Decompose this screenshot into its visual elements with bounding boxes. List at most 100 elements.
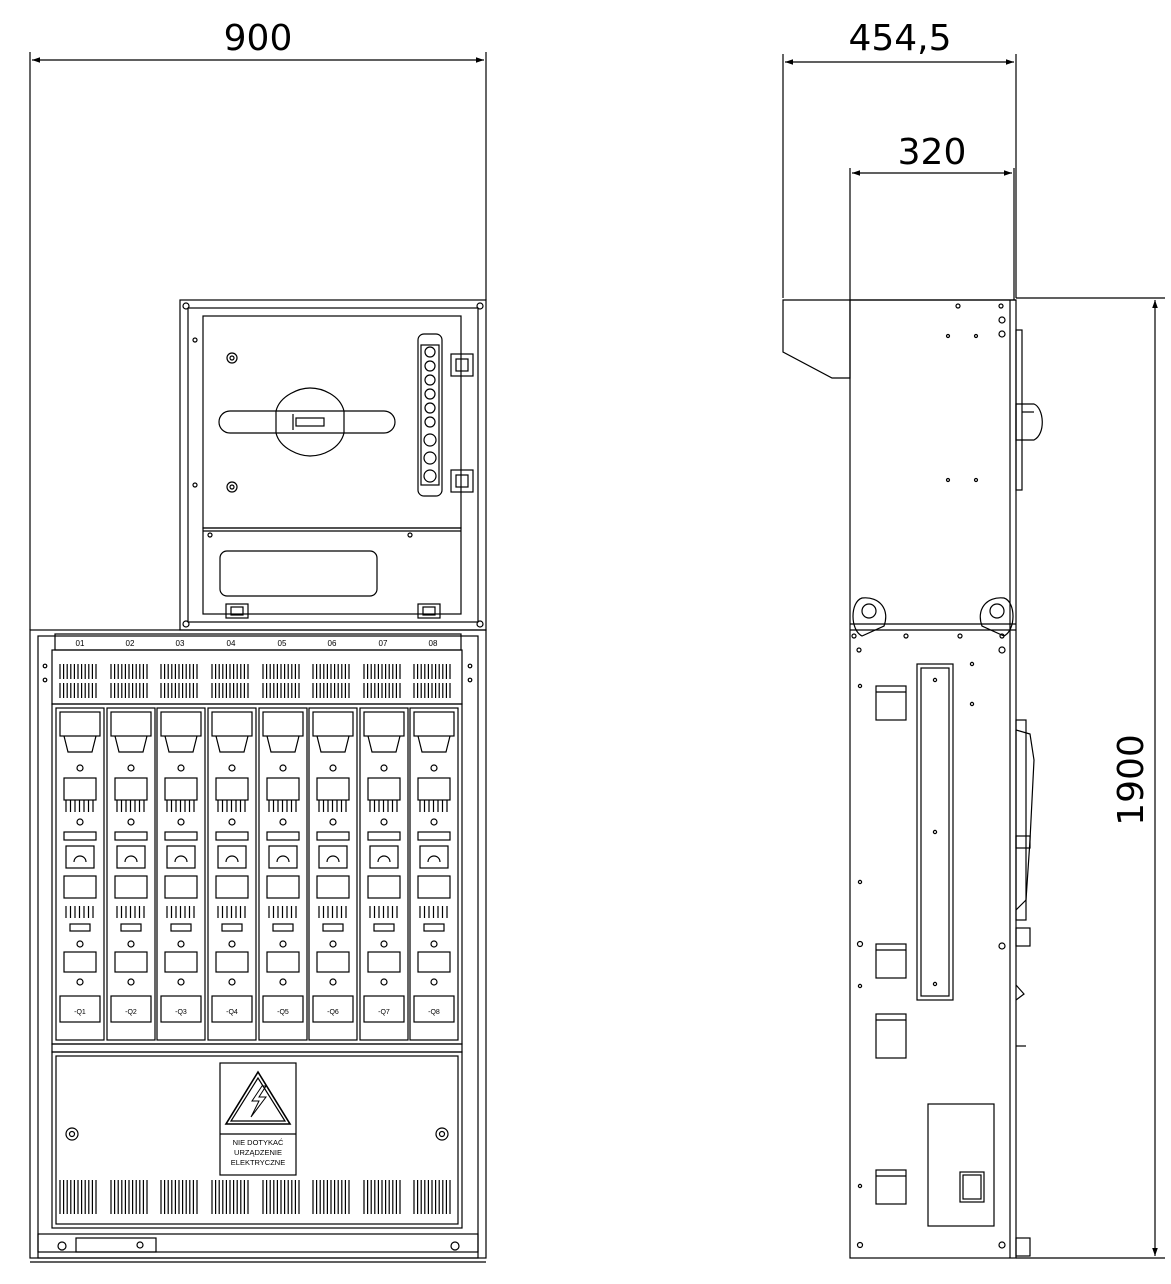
fuse-body	[207, 707, 257, 1041]
fuse-contact	[63, 735, 97, 753]
fuse-handle-grip	[73, 855, 87, 863]
dimension-side-depth-body: 320	[849, 132, 1015, 300]
fuse-switch	[156, 707, 206, 1041]
fuse-contact	[316, 735, 350, 753]
fuse-handle-grip	[326, 855, 340, 863]
fuse-top-clamp	[413, 711, 455, 737]
fuse-carrier	[417, 777, 451, 801]
fuse-top-clamp	[110, 711, 152, 737]
fuse-switch-columns	[55, 707, 459, 1041]
vent-grille	[211, 664, 249, 679]
fuse-bottom-clamp	[211, 995, 253, 1023]
fuse-bottom-clamp	[110, 995, 152, 1023]
fuse-screw	[76, 818, 84, 826]
fuse-carrier	[63, 875, 97, 899]
side-view	[782, 299, 1043, 1259]
fuse-carrier	[367, 951, 401, 973]
vent-grille	[211, 683, 249, 698]
fuse-bottom-clamp	[262, 995, 304, 1023]
vent-grille	[363, 664, 401, 679]
dimension-front-width: 900	[29, 18, 487, 630]
fuse-label: -Q5	[277, 1009, 289, 1016]
fuse-carrier	[367, 875, 401, 899]
rotary-switch-handle	[218, 387, 396, 457]
fuse-body	[106, 707, 156, 1041]
bottom-vent-grilles	[59, 1180, 451, 1214]
fuse-handle-grip	[174, 855, 188, 863]
fuse-carrier	[114, 875, 148, 899]
fuse-carrier	[266, 777, 300, 801]
fuse-switch	[207, 707, 257, 1041]
vent-grille	[110, 1180, 148, 1214]
vent-grille	[59, 1180, 97, 1214]
fuse-contact	[417, 735, 451, 753]
terminal-label: 04	[227, 639, 236, 648]
fuse-top-clamp	[211, 711, 253, 737]
fuse-body	[409, 707, 459, 1041]
fuse-bottom-clamp	[59, 995, 101, 1023]
vent-grille	[413, 664, 451, 679]
fuse-carrier	[63, 951, 97, 973]
fuse-handle-grip	[276, 855, 290, 863]
vent-grille	[110, 683, 148, 698]
fuse-carrier	[316, 951, 350, 973]
fuse-body	[359, 707, 409, 1041]
vent-grille	[59, 664, 97, 679]
fuse-contact	[114, 735, 148, 753]
warning-sign: NIE DOTYKAĆ URZĄDZENIE ELEKTRYCZNE	[219, 1062, 297, 1176]
fuse-screw	[430, 940, 438, 948]
fuse-label: -Q7	[378, 1009, 390, 1016]
fuse-bottom-clamp	[312, 995, 354, 1023]
vent-grille	[59, 683, 97, 698]
fuse-switch	[258, 707, 308, 1041]
fuse-switch	[359, 707, 409, 1041]
fuse-carrier	[215, 777, 249, 801]
dimension-side-depth-total-label: 454,5	[848, 18, 951, 59]
fuse-handle	[65, 845, 95, 869]
fuse-screw	[329, 940, 337, 948]
fuse-screw	[279, 818, 287, 826]
fuse-carrier	[114, 951, 148, 973]
fuse-bar	[164, 831, 198, 841]
warning-sign-line-2: URZĄDZENIE	[234, 1148, 282, 1157]
fuse-screw	[127, 940, 135, 948]
door-hinges	[225, 353, 474, 619]
fuse-top-clamp	[262, 711, 304, 737]
front-view: 01 02 03 04 05 06 07 08 -Q1 -Q2 -Q3 -Q4 …	[29, 299, 487, 1263]
fuse-window	[170, 923, 192, 932]
vent-grille	[110, 664, 148, 679]
dimension-front-width-label: 900	[224, 18, 293, 59]
fuse-screw	[76, 940, 84, 948]
fuse-carrier	[164, 777, 198, 801]
fuse-carrier	[367, 777, 401, 801]
top-vent-grilles	[59, 664, 451, 698]
vent-grille	[413, 1180, 451, 1214]
fuse-handle	[166, 845, 196, 869]
fuse-handle-grip	[427, 855, 441, 863]
fuse-body	[55, 707, 105, 1041]
fuse-bar	[63, 831, 97, 841]
fuse-carrier	[164, 875, 198, 899]
fuse-contact	[266, 735, 300, 753]
fuse-screw	[329, 764, 337, 772]
vent-grille	[312, 683, 350, 698]
fuse-screw	[380, 818, 388, 826]
vent-grille	[160, 664, 198, 679]
fuse-top-clamp	[59, 711, 101, 737]
fuse-screw	[127, 818, 135, 826]
fuse-screw	[127, 978, 135, 986]
fuse-tags: -Q1 -Q2 -Q3 -Q4 -Q5 -Q6 -Q7 -Q8	[74, 1009, 440, 1016]
fuse-carrier	[164, 951, 198, 973]
lifting-lugs	[852, 597, 1014, 637]
fuse-bar	[266, 831, 300, 841]
fuse-label: -Q4	[226, 1009, 238, 1016]
fuse-switch	[106, 707, 156, 1041]
fuse-handle	[318, 845, 348, 869]
fuse-body	[156, 707, 206, 1041]
fuse-bar	[215, 831, 249, 841]
upper-switch-compartment	[179, 299, 487, 631]
fuse-switch	[55, 707, 105, 1041]
lower-fuse-cabinet	[29, 629, 487, 1263]
terminal-label: 07	[379, 639, 388, 648]
